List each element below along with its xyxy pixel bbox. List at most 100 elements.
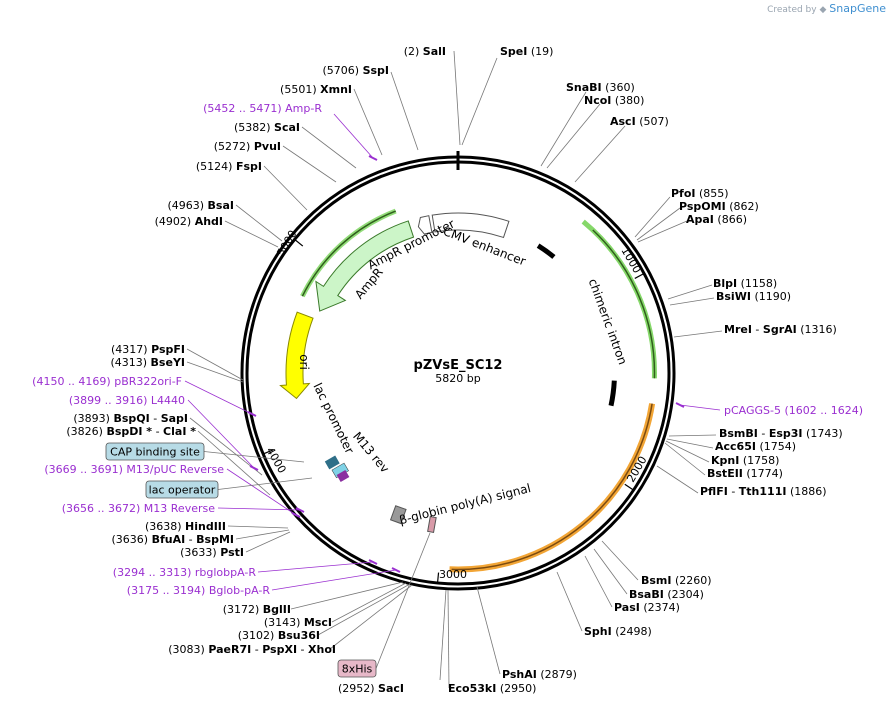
leader-kpni <box>665 440 710 463</box>
cmv-enhancer-feature[interactable] <box>431 212 510 239</box>
site-label-apai[interactable]: ApaI (866) <box>686 213 747 226</box>
site-name: SacI <box>378 682 404 695</box>
site-label-acc65i[interactable]: Acc65I (1754) <box>715 440 796 453</box>
site-label-saci[interactable]: (2952) SacI <box>338 682 404 695</box>
site-name: NcoI <box>584 94 611 107</box>
site-label-pcaggs5[interactable]: pCAGGS-5 (1602 .. 1624) <box>724 404 863 417</box>
site-label-bglob-pa-r[interactable]: (3175 .. 3194) Bglob-pA-R <box>127 584 271 597</box>
site-name: KpnI <box>711 454 739 467</box>
box-lac-operator[interactable]: lac operator <box>145 480 219 499</box>
site-name: PasI <box>614 601 640 614</box>
site-label-eco53ki[interactable]: Eco53kI (2950) <box>448 682 536 695</box>
cmv-promoter-bar[interactable] <box>536 243 556 259</box>
amp-r-feature-arrow[interactable] <box>315 220 415 312</box>
site-label-bsiwi[interactable]: BsiWI (1190) <box>716 290 791 303</box>
site-label-scai[interactable]: (5382) ScaI <box>234 121 300 134</box>
box-bg-8xhis <box>337 659 377 678</box>
site-label-m13-reverse[interactable]: (3656 .. 3672) M13 Reverse <box>62 502 215 515</box>
site-label-bsabi[interactable]: BsaBI (2304) <box>629 588 704 601</box>
site-label-fspi[interactable]: (5124) FspI <box>196 160 262 173</box>
chimeric-intron-line <box>592 229 656 379</box>
site-label-paer7i[interactable]: (3083) PaeR7I - PspXI - XhoI <box>168 643 336 656</box>
site-name: ApaI <box>686 213 714 226</box>
site-label-pspomi[interactable]: PspOMI (862) <box>679 200 759 213</box>
site-pos: (2879) <box>540 668 577 681</box>
leader-fspi <box>263 165 308 211</box>
site-name3: XhoI <box>308 643 336 656</box>
site-label-sali[interactable]: (2) SalI <box>404 45 446 58</box>
site-pos: (4150 .. 4169) <box>32 375 111 388</box>
site-label-pflfi[interactable]: PflFI - Tth111I (1886) <box>700 485 827 498</box>
site-name: SnaBI <box>566 81 602 94</box>
site-label-m13-puc-reverse[interactable]: (3669 .. 3691) M13/pUC Reverse <box>44 463 224 476</box>
ori-feature-arrow[interactable] <box>279 311 314 400</box>
site-label-xmni[interactable]: (5501) XmnI <box>280 83 352 96</box>
site-label-blpi[interactable]: BlpI (1158) <box>713 277 777 290</box>
site-label-snabi[interactable]: SnaBI (360) <box>566 81 635 94</box>
8xhis-mark[interactable] <box>427 516 437 533</box>
site-label-pvui[interactable]: (5272) PvuI <box>214 140 281 153</box>
site-label-pfoi[interactable]: PfoI (855) <box>671 187 729 200</box>
site-label-bsteii[interactable]: BstEII (1774) <box>707 467 783 480</box>
site-label-pshai[interactable]: PshAI (2879) <box>502 668 577 681</box>
site-label-bsmi[interactable]: BsmI (2260) <box>641 574 712 587</box>
site-label-msci[interactable]: (3143) MscI <box>264 616 332 629</box>
site-label-rbglobpa-r[interactable]: (3294 .. 3313) rbglobpA-R <box>113 566 257 579</box>
chimeric-intron-bar[interactable] <box>608 380 617 407</box>
site-name: BsmI <box>641 574 672 587</box>
leader-rbglobpa-r <box>257 561 374 573</box>
site-sep: - <box>728 485 739 498</box>
site-label-asci[interactable]: AscI (507) <box>610 115 669 128</box>
leader-saci <box>439 589 447 681</box>
m13-rev-mark[interactable] <box>336 470 350 482</box>
site-label-bspqi[interactable]: (3893) BspQI - SapI <box>73 412 188 425</box>
box-text-8xhis: 8xHis <box>342 663 373 676</box>
site-name2: Tth111I <box>739 485 787 498</box>
polya-gray-mark[interactable] <box>389 505 407 525</box>
primer-mark-pcaggs5 <box>675 402 685 408</box>
site-label-kpni[interactable]: KpnI (1758) <box>711 454 779 467</box>
watermark-created-by: Created by <box>767 5 817 15</box>
site-label-pspfi[interactable]: (4317) PspFI <box>111 343 185 356</box>
site-label-amp-r-primer[interactable]: (5452 .. 5471) Amp-R <box>203 102 322 115</box>
site-label-l4440[interactable]: (3899 .. 3916) L4440 <box>69 394 185 407</box>
box-cap-binding-site[interactable]: CAP binding site <box>105 442 205 461</box>
site-label-bsai[interactable]: (4963) BsaI <box>167 199 234 212</box>
site-label-sphi[interactable]: SphI (2498) <box>584 625 652 638</box>
site-label-bspdi[interactable]: (3826) BspDI * - ClaI * <box>66 425 196 438</box>
site-pos: (855) <box>699 187 729 200</box>
site-label-hindiii[interactable]: (3638) HindIII <box>145 520 226 533</box>
site-label-bsu36i[interactable]: (3102) Bsu36I <box>238 629 320 642</box>
site-name: ScaI <box>274 121 300 134</box>
site-label-pbr322ori-f[interactable]: (4150 .. 4169) pBR322ori-F <box>32 375 182 388</box>
leader-bseyi <box>186 361 244 383</box>
site-label-bsmbi[interactable]: BsmBI - Esp3I (1743) <box>719 427 843 440</box>
site-label-pasi[interactable]: PasI (2374) <box>614 601 680 614</box>
site-pos: (3826) <box>66 425 103 438</box>
site-label-sspi[interactable]: (5706) SspI <box>322 64 389 77</box>
site-name: BsmBI <box>719 427 758 440</box>
site-name: Eco53kI <box>448 682 496 695</box>
leader-sali <box>453 50 461 146</box>
site-name: HindIII <box>185 520 226 533</box>
site-label-bseyi[interactable]: (4313) BseYI <box>110 356 185 369</box>
site-label-ahdi[interactable]: (4902) AhdI <box>155 215 223 228</box>
site-name: SalI <box>423 45 446 58</box>
site-label-psti[interactable]: (3633) PstI <box>180 546 244 559</box>
box-bg-lac-operator <box>145 480 219 499</box>
bglobin-track[interactable] <box>449 403 656 573</box>
site-label-bfuai[interactable]: (3636) BfuAI - BspMI <box>111 533 234 546</box>
site-pos: (862) <box>729 200 759 213</box>
ampr-promoter-feature-arrow[interactable] <box>417 215 433 235</box>
box-8xhis[interactable]: 8xHis <box>337 659 377 678</box>
site-name: SphI <box>584 625 612 638</box>
site-label-ncoi[interactable]: NcoI (380) <box>584 94 644 107</box>
site-name: BseYI <box>151 356 185 369</box>
site-name: MreI <box>724 323 752 336</box>
cap-binding-site-mark[interactable] <box>324 455 340 470</box>
site-label-mrei[interactable]: MreI - SgrAI (1316) <box>724 323 837 336</box>
tick-label-5000: 5000 <box>274 228 299 259</box>
site-label-spei[interactable]: SpeI (19) <box>500 45 553 58</box>
leader-snabi <box>540 91 587 167</box>
site-label-bglii[interactable]: (3172) BglII <box>223 603 291 616</box>
